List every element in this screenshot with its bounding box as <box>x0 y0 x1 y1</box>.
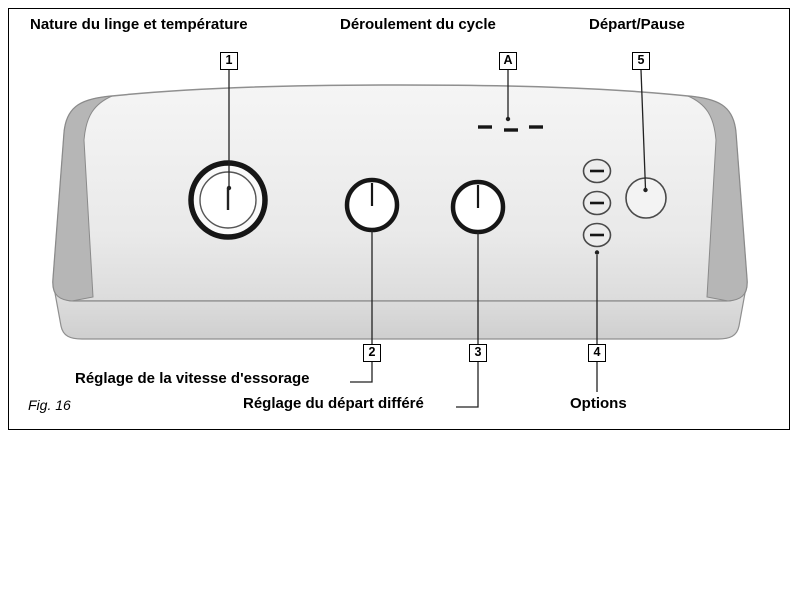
callout-3: 3 <box>469 344 487 362</box>
label-options: Options <box>570 395 627 412</box>
callout-a: A <box>499 52 517 70</box>
leader-callout-5 <box>640 69 647 190</box>
panel-left-cap <box>52 95 113 302</box>
callout-2: 2 <box>363 344 381 362</box>
leader-lines <box>226 69 648 408</box>
callout-4: 4 <box>588 344 606 362</box>
figure-caption: Fig. 16 <box>28 397 71 413</box>
panel-right-cap <box>687 95 748 302</box>
spin-speed-knob <box>344 177 400 233</box>
label-reglage-depart-differe: Réglage du départ différé <box>243 395 424 412</box>
label-reglage-essorage: Réglage de la vitesse d'essorage <box>75 370 310 387</box>
label-deroulement-cycle: Déroulement du cycle <box>340 16 496 33</box>
callout-5: 5 <box>632 52 650 70</box>
leader-label-differe <box>456 362 479 408</box>
leader-label-essorage <box>350 362 373 383</box>
label-nature-du-linge: Nature du linge et température <box>30 16 248 33</box>
delay-start-knob <box>450 179 506 235</box>
callout-1: 1 <box>220 52 238 70</box>
options-buttons <box>582 158 612 248</box>
temperature-knob <box>188 160 268 240</box>
cycle-display <box>478 125 543 132</box>
start-pause-button <box>625 177 667 219</box>
label-depart-pause: Départ/Pause <box>589 16 685 33</box>
